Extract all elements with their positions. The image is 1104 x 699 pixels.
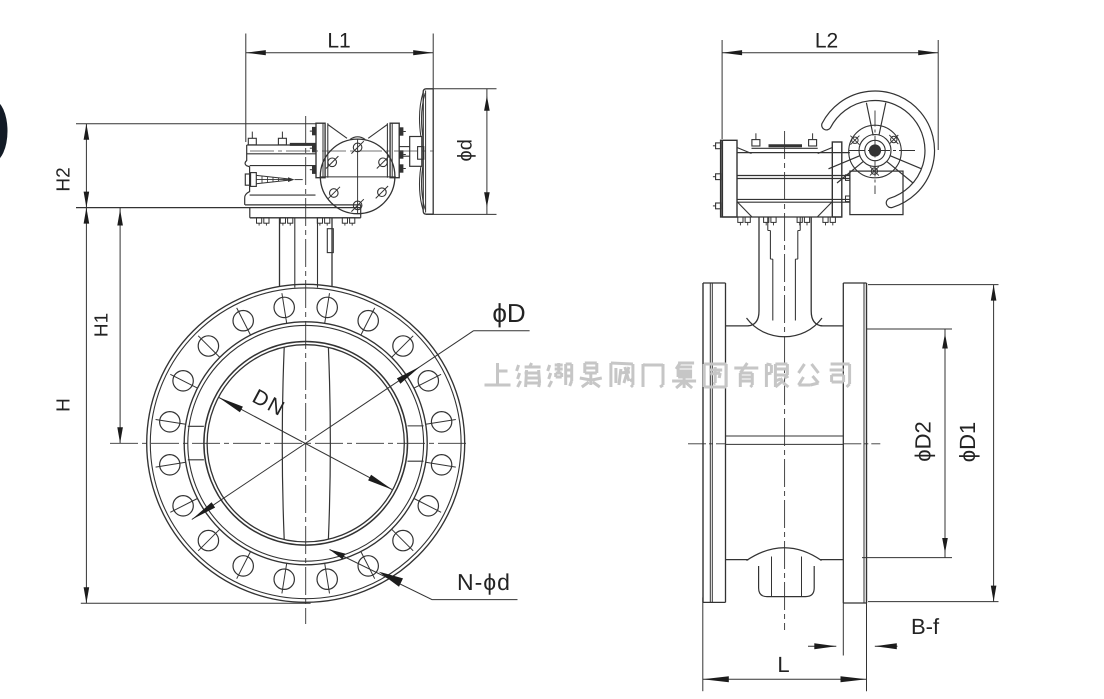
- svg-text:L: L: [777, 652, 789, 677]
- svg-text:ϕD1: ϕD1: [955, 422, 980, 462]
- svg-text:ϕD: ϕD: [492, 298, 525, 328]
- svg-text:H2: H2: [54, 167, 75, 191]
- svg-text:H: H: [54, 398, 75, 412]
- svg-text:ϕD2: ϕD2: [911, 421, 936, 461]
- svg-text:N-ϕd: N-ϕd: [457, 569, 511, 595]
- svg-text:B-f: B-f: [911, 614, 940, 639]
- svg-text:ϕd: ϕd: [455, 139, 477, 161]
- svg-text:L1: L1: [327, 30, 350, 53]
- svg-text:H1: H1: [92, 313, 113, 337]
- svg-text:L2: L2: [815, 30, 838, 53]
